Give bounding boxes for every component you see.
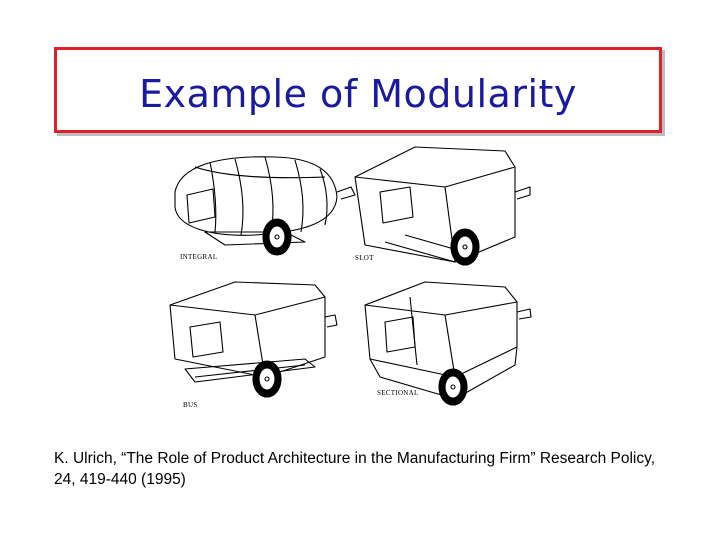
panel-label-slot: SLOT [355,254,374,262]
panel-label-integral: INTEGRAL [180,253,217,261]
bus-trailer-drawing [169,281,338,398]
sectional-trailer-drawing [364,281,532,406]
citation-line-2: 24, 419-440 (1995) [54,471,186,488]
trailer-architectures-figure: INTEGRAL SLOT BUS SECTIONAL [169,146,532,409]
integral-trailer-drawing [174,156,356,256]
citation-line-1: K. Ulrich, “The Role of Product Architec… [54,450,655,467]
slide-title: Example of Modularity [139,72,577,116]
panel-label-bus: BUS [183,401,198,409]
title-box: Example of Modularity [54,47,662,133]
panel-label-sectional: SECTIONAL [377,389,419,397]
citation: K. Ulrich, “The Role of Product Architec… [54,448,704,490]
slot-trailer-drawing [354,146,531,266]
